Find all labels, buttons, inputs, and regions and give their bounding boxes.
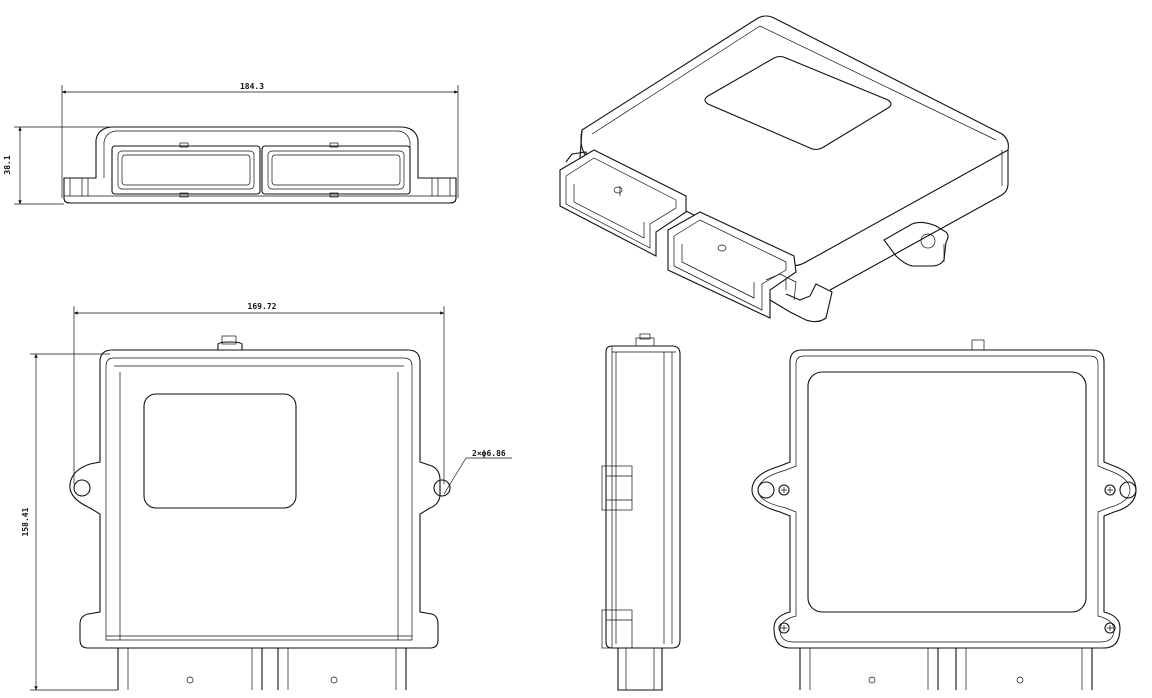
depth-dimension: 158.41 — [21, 353, 118, 691]
length-dimension-label: 184.3 — [240, 82, 264, 91]
height-dimension: 38.1 — [3, 126, 110, 205]
front-view: 184.3 38.1 — [3, 82, 459, 205]
screw-icon — [778, 622, 790, 634]
hole-callout-label: 2×ϕ6.86 — [472, 449, 506, 458]
screw-icon — [1104, 484, 1116, 496]
top-view: 169.72 158.41 2×ϕ6.86 — [21, 302, 512, 691]
hole-spacing-dimension-label: 169.72 — [248, 302, 277, 311]
screw-icon — [778, 484, 790, 496]
hole-callout: 2×ϕ6.86 — [443, 449, 512, 495]
isometric-view — [559, 15, 1009, 323]
length-dimension: 184.3 — [61, 82, 459, 198]
height-dimension-label: 38.1 — [3, 155, 12, 174]
side-view — [601, 333, 681, 691]
screw-icon — [1104, 622, 1116, 634]
bottom-view — [751, 339, 1137, 690]
depth-dimension-label: 158.41 — [21, 507, 30, 536]
hole-spacing-dimension: 169.72 — [73, 302, 445, 484]
front-view-body — [63, 126, 457, 204]
